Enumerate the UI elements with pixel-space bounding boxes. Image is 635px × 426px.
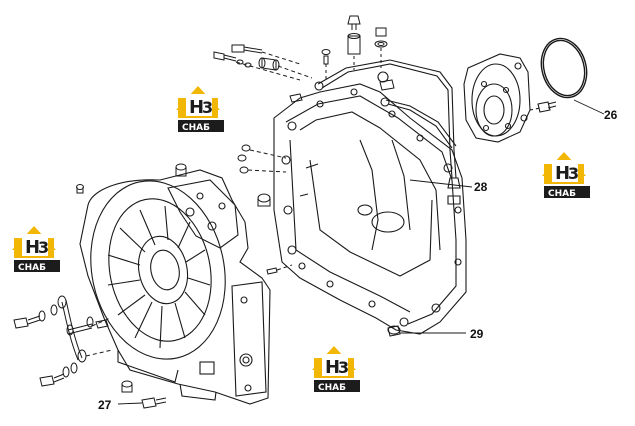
ground-strap-assembly bbox=[13, 295, 113, 387]
gearbox-housing bbox=[273, 83, 467, 335]
callout-28: 28 bbox=[409, 179, 488, 194]
logo-digit: 3 bbox=[202, 98, 213, 117]
housing-plug bbox=[76, 163, 187, 194]
logo-word: CHAБ bbox=[18, 263, 46, 273]
logo-word: CHAБ bbox=[318, 383, 346, 393]
watermark-logo-1: H 3 CHAБ bbox=[176, 86, 224, 133]
top-fittings bbox=[213, 15, 395, 103]
callout-26: 26 bbox=[573, 99, 618, 122]
callout-29: 29 bbox=[400, 327, 484, 341]
logo-word: CHAБ bbox=[182, 123, 210, 133]
logo-letter: H bbox=[25, 237, 40, 258]
oil-pipe bbox=[314, 59, 461, 205]
watermark-logo-4: H 3 CHAБ bbox=[312, 346, 360, 393]
logo-letter: H bbox=[555, 163, 570, 184]
logo-letter: H bbox=[189, 97, 204, 118]
logo-letter: H bbox=[325, 357, 340, 378]
logo-digit: 3 bbox=[38, 238, 49, 257]
logo-digit: 3 bbox=[338, 358, 349, 377]
callout-label-26: 26 bbox=[604, 108, 618, 122]
cover-gasket bbox=[540, 37, 588, 99]
callout-label-27: 27 bbox=[98, 398, 112, 412]
logo-word: CHAБ bbox=[548, 189, 576, 199]
o-rings bbox=[237, 144, 293, 275]
end-cover bbox=[463, 53, 557, 143]
bell-housing bbox=[79, 169, 271, 405]
logo-digit: 3 bbox=[568, 164, 579, 183]
callout-label-29: 29 bbox=[470, 327, 484, 341]
watermark-logo-3: H 3 CHAБ bbox=[12, 226, 60, 273]
watermark-logo-2: H 3 CHAБ bbox=[542, 152, 590, 199]
callout-27: 27 bbox=[98, 398, 143, 412]
callout-label-28: 28 bbox=[474, 180, 488, 194]
bottom-fasteners bbox=[121, 325, 401, 409]
